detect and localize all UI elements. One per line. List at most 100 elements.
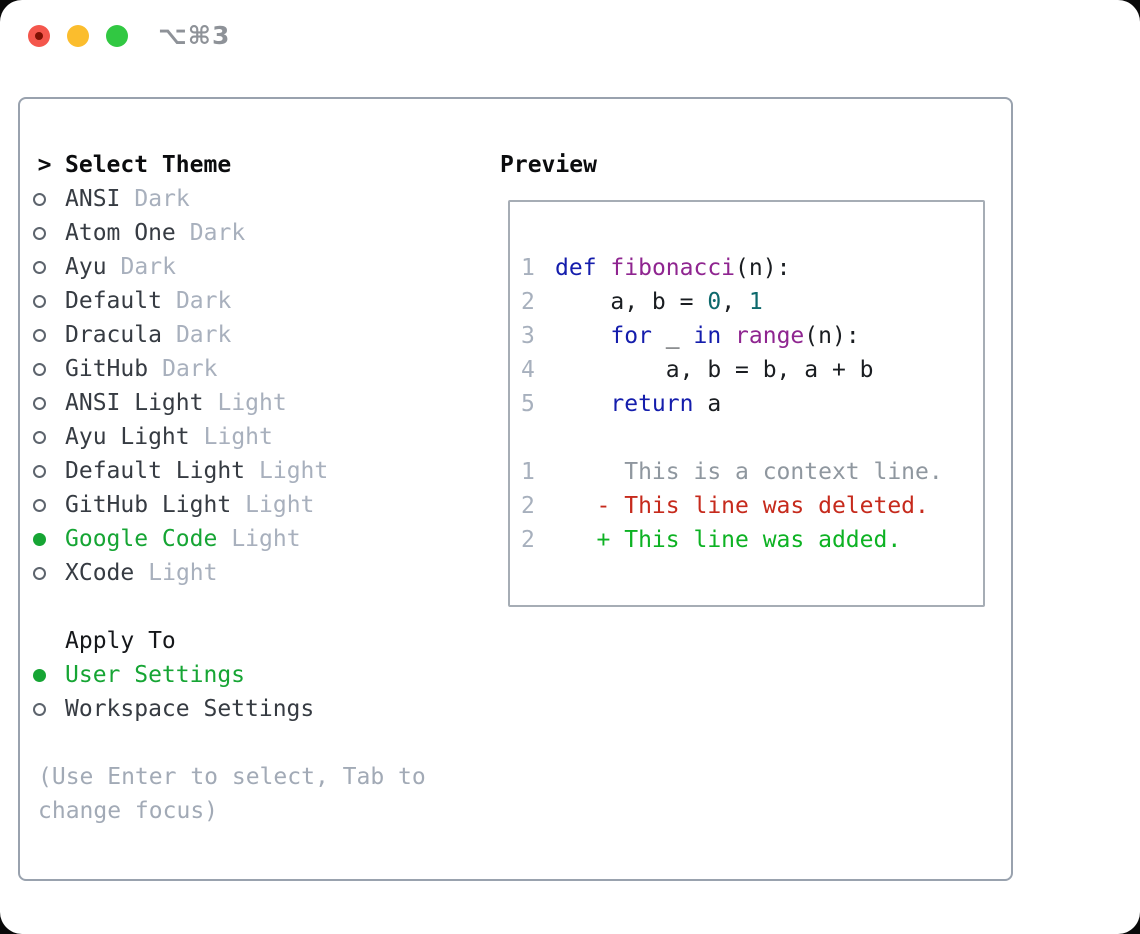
preview-blank-line [521,421,983,455]
preview-heading: Preview [500,152,597,178]
diff-text: - This line was deleted. [555,493,929,519]
code-token [597,255,611,281]
help-text-line-2: change focus) [38,798,219,824]
theme-variant: Light [231,526,301,552]
theme-option-github-light[interactable]: GitHub Light Light [33,488,328,522]
diff-line: 2 - This line was deleted. [521,489,983,523]
theme-option-ayu[interactable]: Ayu Dark [33,250,328,284]
theme-variant: Dark [175,288,232,314]
minimize-button[interactable] [67,25,89,47]
theme-option-ansi[interactable]: ANSI Dark [33,182,328,216]
window-title: ⌥⌘3 [158,21,231,50]
diff-text: This is a context line. [555,459,943,485]
radio-icon [33,396,46,410]
radio-icon [33,260,46,274]
radio-icon [33,566,46,580]
theme-variant: Light [203,424,273,450]
code-token: 0 [707,289,722,315]
theme-variant: Dark [189,220,246,246]
radio-icon [33,192,46,206]
close-dot-icon [35,32,43,40]
radio-icon [33,294,46,308]
theme-name: ANSI Light [65,390,204,416]
code-token [555,323,610,349]
theme-option-dracula[interactable]: Dracula Dark [33,318,328,352]
code-line: 5 return a [521,387,983,421]
theme-option-atom-one[interactable]: Atom One Dark [33,216,328,250]
theme-variant: Dark [134,186,190,212]
select-theme-header-row: > Select Theme [33,148,328,182]
diff-line: 2 + This line was added. [521,523,983,557]
code-token: a, b = [555,289,708,315]
line-number: 1 [521,255,535,281]
cursor-icon: > [37,152,52,178]
code-token: a [693,391,722,417]
theme-option-xcode[interactable]: XCode Light [33,556,328,590]
code-token: fibonacci [610,255,736,281]
code-token: 1 [748,289,763,315]
theme-name: Google Code [65,526,218,552]
theme-option-google-code[interactable]: Google Code Light [33,522,328,556]
apply-option-label: User Settings [65,662,246,688]
theme-option-ayu-light[interactable]: Ayu Light Light [33,420,328,454]
code-token: (n): [804,323,860,349]
line-number: 1 [521,459,535,485]
code-token: in [693,323,722,349]
diff-line: 1 This is a context line. [521,455,983,489]
line-number: 2 [521,289,535,315]
theme-variant: Light [259,458,329,484]
theme-name: ANSI [65,186,121,212]
theme-name: Default [65,288,162,314]
radio-selected-icon [33,668,46,682]
theme-option-github[interactable]: GitHub Dark [33,352,328,386]
line-number: 2 [521,493,535,519]
apply-option-user-settings[interactable]: User Settings [33,658,314,692]
code-token: return [610,391,694,417]
code-token [721,323,735,349]
code-line: 2 a, b = 0, 1 [521,285,983,319]
theme-variant: Dark [162,356,218,382]
code-token: for [610,323,652,349]
zoom-button[interactable] [106,25,128,47]
theme-variant: Light [148,560,218,586]
line-number: 3 [521,323,535,349]
code-token [555,391,610,417]
line-number: 4 [521,357,535,383]
line-number: 2 [521,527,535,553]
theme-name: Atom One [65,220,176,246]
theme-name: Dracula [65,322,162,348]
theme-option-default[interactable]: Default Dark [33,284,328,318]
apply-option-label: Workspace Settings [65,696,315,722]
apply-to-header-row: Apply To [33,624,314,658]
theme-option-ansi-light[interactable]: ANSI Light Light [33,386,328,420]
theme-variant: Dark [175,322,232,348]
code-token: (n): [735,255,791,281]
apply-option-workspace-settings[interactable]: Workspace Settings [33,692,314,726]
code-token: _ [651,323,694,349]
apply-to-heading: Apply To [65,628,176,654]
theme-name: Ayu [65,254,107,280]
traffic-lights [28,25,128,47]
code-token: , [721,289,749,315]
theme-name: Ayu Light [65,424,190,450]
theme-name: XCode [65,560,135,586]
radio-icon [33,702,46,716]
code-line: 4 a, b = b, a + b [521,353,983,387]
theme-variant: Light [217,390,287,416]
close-button[interactable] [28,25,50,47]
select-theme-heading: Select Theme [65,152,232,178]
radio-icon [33,362,46,376]
code-token: a, b = b, a + b [555,357,874,383]
theme-variant: Light [245,492,315,518]
theme-name: GitHub [65,356,149,382]
theme-name: GitHub Light [65,492,232,518]
theme-variant: Dark [120,254,176,280]
radio-icon [33,328,46,342]
